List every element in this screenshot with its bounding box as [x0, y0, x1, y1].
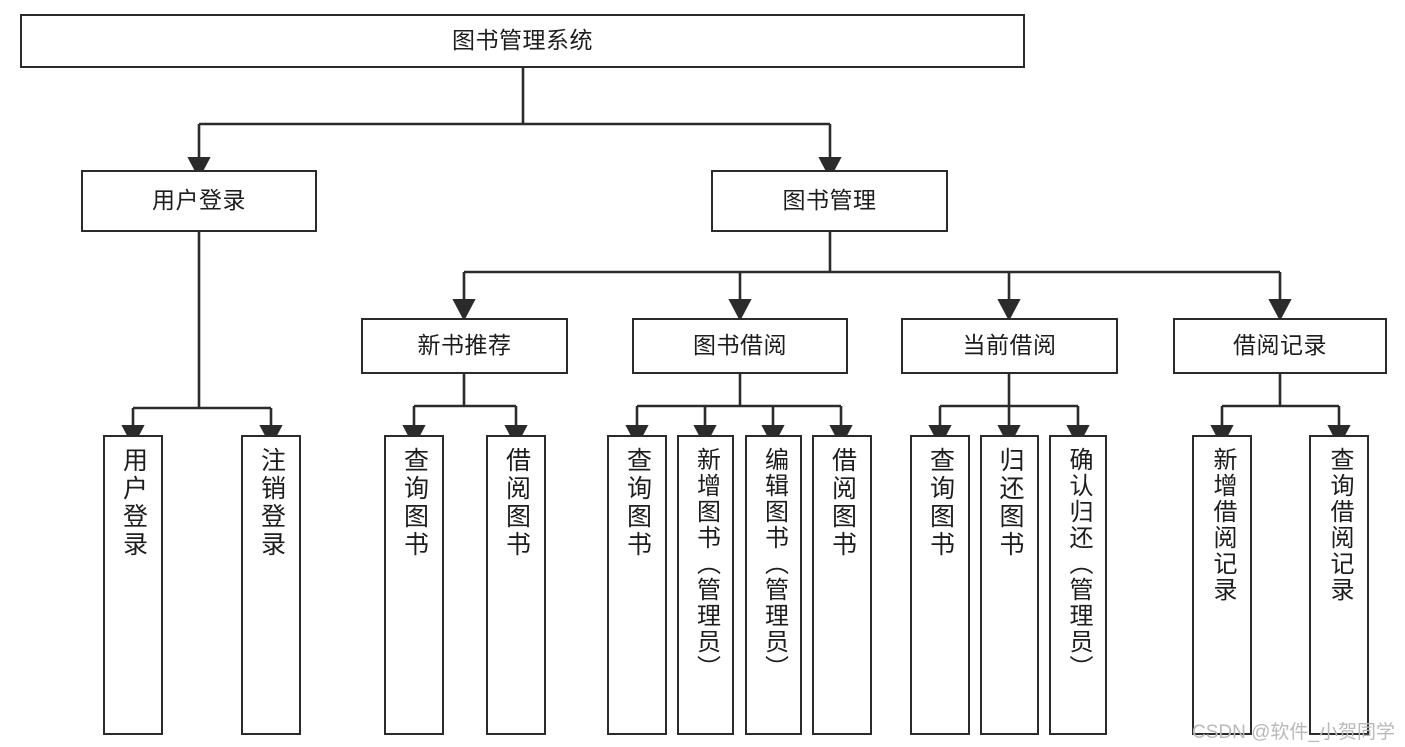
node-user-login-label: 用户登录 [152, 187, 246, 214]
node-book-management[interactable]: 图书管理 [711, 170, 948, 232]
leaf-book-borrow-borrow[interactable]: 借阅图书 [812, 435, 872, 735]
leaf-user-login-login[interactable]: 用户登录 [103, 435, 163, 735]
leaf-borrow-record-add[interactable]: 新增借阅记录 [1192, 435, 1252, 735]
node-borrow-record-label: 借阅记录 [1233, 332, 1327, 359]
leaf-current-borrow-confirm-label: 确认归还（管理员） [1065, 447, 1092, 681]
leaf-book-borrow-query-label: 查询图书 [623, 447, 652, 559]
leaf-book-borrow-add[interactable]: 新增图书（管理员） [677, 435, 734, 735]
leaf-borrow-record-add-label: 新增借阅记录 [1209, 447, 1236, 603]
leaf-current-borrow-confirm[interactable]: 确认归还（管理员） [1049, 435, 1107, 735]
node-book-borrow-label: 图书借阅 [693, 332, 787, 359]
leaf-book-borrow-edit[interactable]: 编辑图书（管理员） [745, 435, 802, 735]
node-root[interactable]: 图书管理系统 [20, 14, 1025, 68]
leaf-current-borrow-query[interactable]: 查询图书 [910, 435, 970, 735]
leaf-new-book-borrow-label: 借阅图书 [502, 447, 531, 559]
node-root-label: 图书管理系统 [452, 27, 593, 54]
node-new-book-recommend-label: 新书推荐 [417, 332, 512, 359]
leaf-current-borrow-query-label: 查询图书 [926, 447, 955, 559]
node-book-management-label: 图书管理 [782, 187, 877, 214]
leaf-borrow-record-query-label: 查询借阅记录 [1326, 447, 1353, 603]
node-current-borrow[interactable]: 当前借阅 [901, 318, 1118, 374]
node-new-book-recommend[interactable]: 新书推荐 [361, 318, 568, 374]
leaf-user-login-login-label: 用户登录 [119, 447, 148, 559]
leaf-book-borrow-borrow-label: 借阅图书 [828, 447, 857, 559]
node-user-login[interactable]: 用户登录 [81, 170, 317, 232]
node-book-borrow[interactable]: 图书借阅 [632, 318, 848, 374]
leaf-book-borrow-query[interactable]: 查询图书 [607, 435, 667, 735]
node-current-borrow-label: 当前借阅 [962, 332, 1057, 359]
leaf-current-borrow-return[interactable]: 归还图书 [980, 435, 1039, 735]
leaf-user-login-logout-label: 注销登录 [257, 447, 286, 559]
leaf-new-book-query[interactable]: 查询图书 [384, 435, 444, 735]
leaf-book-borrow-add-label: 新增图书（管理员） [692, 447, 720, 681]
leaf-user-login-logout[interactable]: 注销登录 [241, 435, 301, 735]
leaf-current-borrow-return-label: 归还图书 [996, 447, 1024, 559]
leaf-new-book-borrow[interactable]: 借阅图书 [486, 435, 546, 735]
node-borrow-record[interactable]: 借阅记录 [1173, 318, 1387, 374]
leaf-borrow-record-query[interactable]: 查询借阅记录 [1309, 435, 1369, 735]
leaf-book-borrow-edit-label: 编辑图书（管理员） [760, 447, 788, 681]
leaf-new-book-query-label: 查询图书 [400, 447, 429, 559]
